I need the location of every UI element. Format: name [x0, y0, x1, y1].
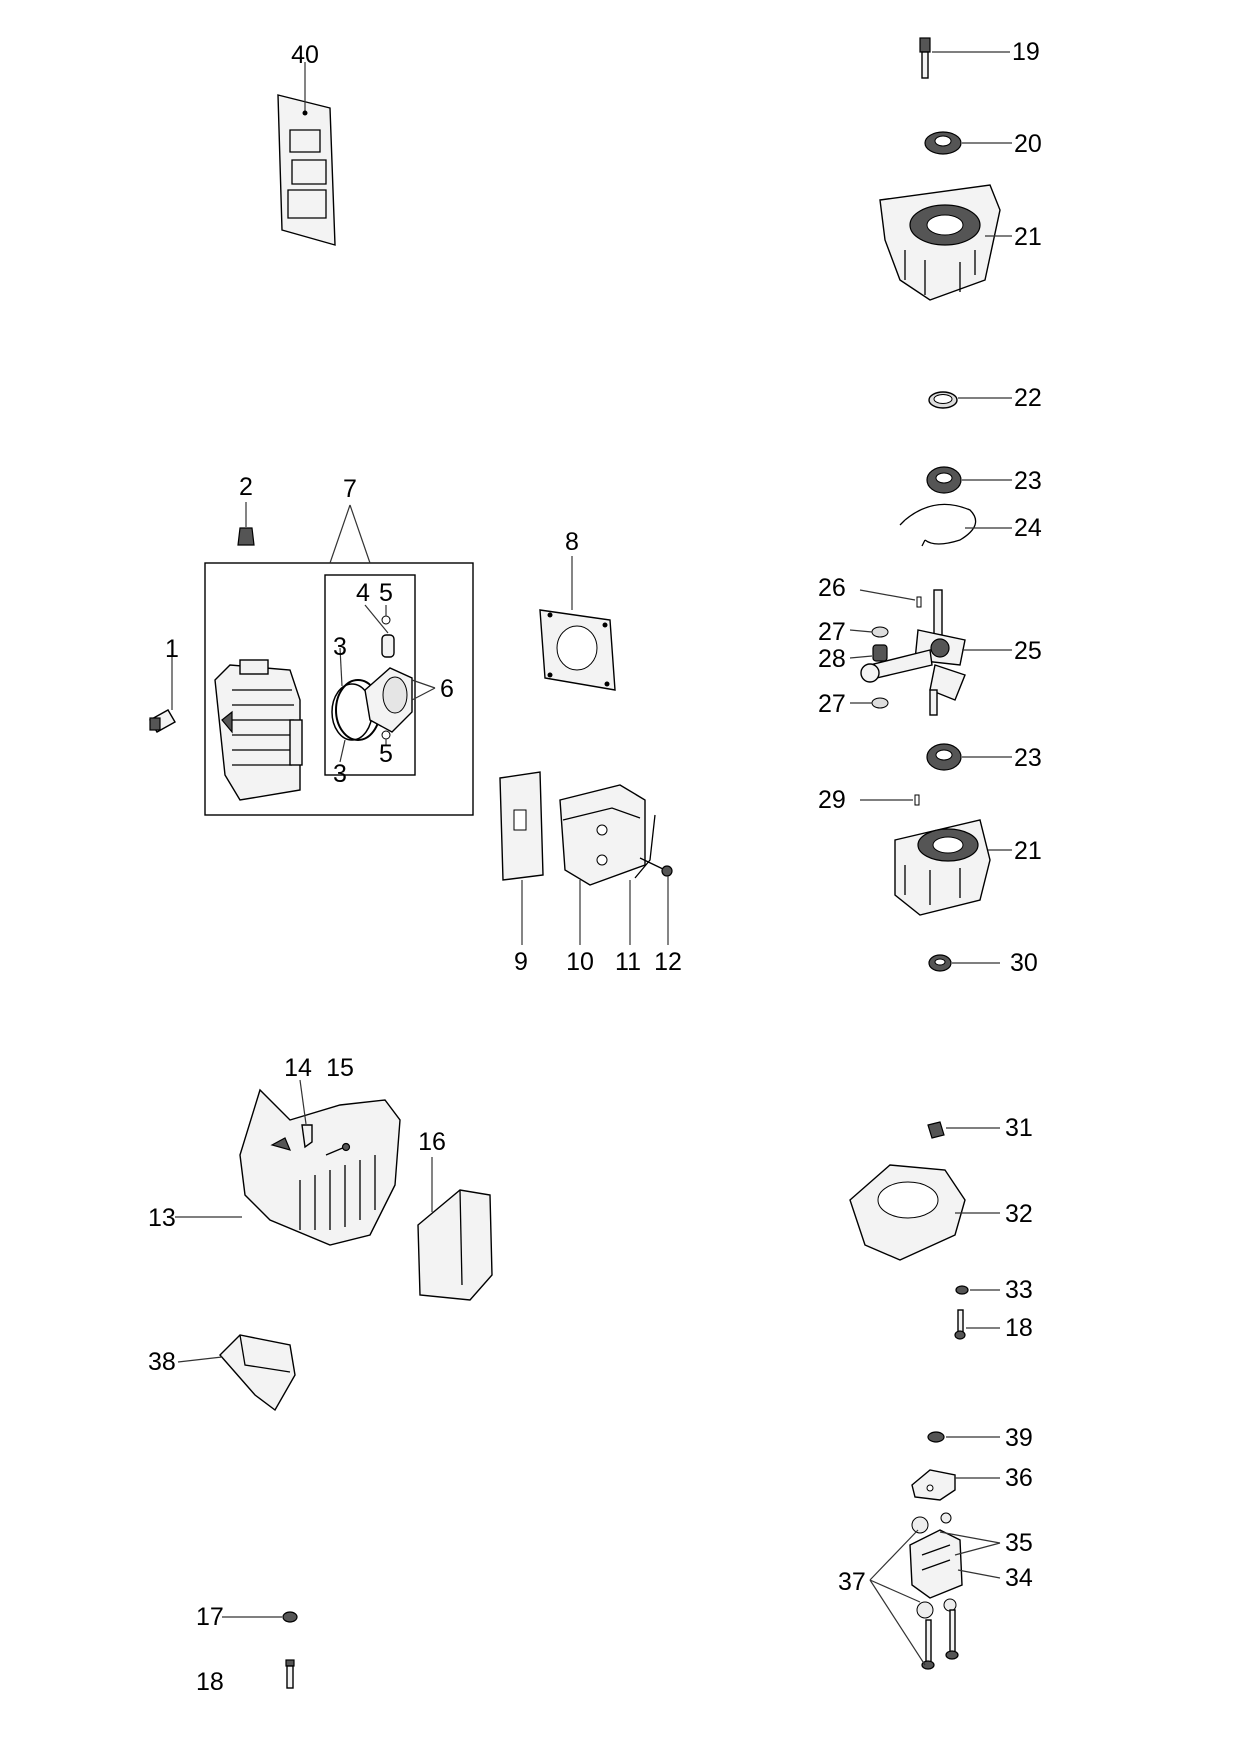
callout-31: 31 [1005, 1114, 1033, 1142]
part-27-washer-lower [850, 697, 889, 709]
part-20-oil-seal [924, 131, 1012, 155]
part-8-cylinder-gasket [539, 556, 616, 691]
part-5-circlips [381, 605, 391, 746]
part-21-crankcase-upper [879, 184, 1012, 301]
callout-19: 19 [1012, 38, 1040, 66]
callout-6: 6 [440, 675, 454, 703]
part-cylinder [214, 659, 303, 801]
part-14-clip [299, 1079, 313, 1149]
callout-11: 11 [615, 948, 641, 976]
callout-8: 8 [565, 528, 579, 556]
part-33-washer [955, 1285, 1000, 1295]
callout-10: 10 [566, 948, 594, 976]
callout-4: 4 [356, 579, 370, 607]
callout-13: 13 [148, 1204, 176, 1232]
part-17-washer [222, 1611, 298, 1623]
callout-26: 26 [818, 574, 846, 602]
part-16-baffle [417, 1157, 493, 1301]
part-23-bearing-lower [926, 743, 1012, 771]
callout-15: 15 [326, 1054, 354, 1082]
part-19-bolt [919, 37, 1010, 79]
part-22-ring [928, 391, 1012, 409]
callout-22: 22 [1014, 384, 1042, 412]
part-30-oil-seal [928, 954, 1000, 972]
part-35-damper-leaders [939, 1531, 1001, 1556]
callout-7: 7 [343, 475, 357, 503]
callout-5-upper: 5 [379, 579, 393, 607]
callout-34: 34 [1005, 1564, 1033, 1592]
part-11-muffler-bracket [629, 814, 656, 945]
part-28-needle-bearing [849, 644, 888, 662]
callout-23-lower: 23 [1014, 744, 1042, 772]
callout-39: 39 [1005, 1424, 1033, 1452]
callout-30: 30 [1010, 949, 1038, 977]
part-6-piston [364, 667, 436, 733]
part-13-engine-cover [175, 1088, 401, 1246]
callout-37: 37 [838, 1568, 866, 1596]
part-10-muffler [559, 784, 646, 945]
callout-23-upper: 23 [1014, 467, 1042, 495]
callout-9: 9 [514, 948, 528, 976]
callout-18-right: 18 [1005, 1314, 1033, 1342]
callout-1: 1 [165, 635, 179, 663]
callout-2: 2 [239, 473, 253, 501]
part-37-fasteners [869, 1512, 959, 1670]
callout-20: 20 [1014, 130, 1042, 158]
callout-17: 17 [196, 1603, 224, 1631]
callout-38: 38 [148, 1348, 176, 1376]
part-26-key [859, 589, 922, 608]
callout-5-lower: 5 [379, 740, 393, 768]
part-38-air-guide [177, 1334, 296, 1412]
part-40-decal-sheet [277, 62, 336, 246]
callout-12: 12 [654, 948, 682, 976]
callout-3-lower: 3 [333, 760, 347, 788]
part-18-bolt-left [285, 1659, 295, 1689]
part-32-cylinder-base [849, 1164, 1000, 1261]
callout-35: 35 [1005, 1529, 1033, 1557]
part-27-washer-upper [849, 626, 889, 638]
piston-kit-box [324, 574, 416, 776]
part-2-spark-plug-cap [237, 502, 255, 546]
callout-7-leaders [329, 504, 371, 564]
part-25-crankshaft [860, 589, 1012, 716]
callout-33: 33 [1005, 1276, 1033, 1304]
callout-3-upper: 3 [333, 633, 347, 661]
callout-25: 25 [1014, 637, 1042, 665]
callout-36: 36 [1005, 1464, 1033, 1492]
callout-24: 24 [1014, 514, 1042, 542]
callout-40: 40 [291, 41, 319, 69]
part-12-bolt [639, 857, 673, 945]
part-24-circlip [899, 503, 1012, 547]
part-29-dowel-pin [860, 794, 920, 806]
callout-21-upper: 21 [1014, 223, 1042, 251]
callout-32: 32 [1005, 1200, 1033, 1228]
part-21-crankcase-lower [894, 819, 1012, 916]
callout-21-lower: 21 [1014, 837, 1042, 865]
part-23-bearing-upper [926, 466, 1012, 494]
callout-27-lower: 27 [818, 690, 846, 718]
part-15-screw [325, 1142, 351, 1156]
part-34-vibration-mount [909, 1529, 1001, 1599]
part-39-washer [927, 1431, 1000, 1443]
part-36-bracket [911, 1469, 1000, 1501]
part-31-nut [927, 1121, 1000, 1139]
callout-27-upper: 27 [818, 618, 846, 646]
part-4-piston-pin [364, 604, 395, 658]
callout-14: 14 [284, 1054, 312, 1082]
callout-29: 29 [818, 786, 846, 814]
part-18-bolt-right [954, 1309, 1000, 1340]
callout-18-left: 18 [196, 1668, 224, 1696]
part-9-muffler-gasket [499, 771, 544, 945]
cylinder-kit-box [204, 562, 474, 816]
part-1-bolt [149, 655, 176, 733]
callout-16: 16 [418, 1128, 446, 1156]
callout-28: 28 [818, 645, 846, 673]
